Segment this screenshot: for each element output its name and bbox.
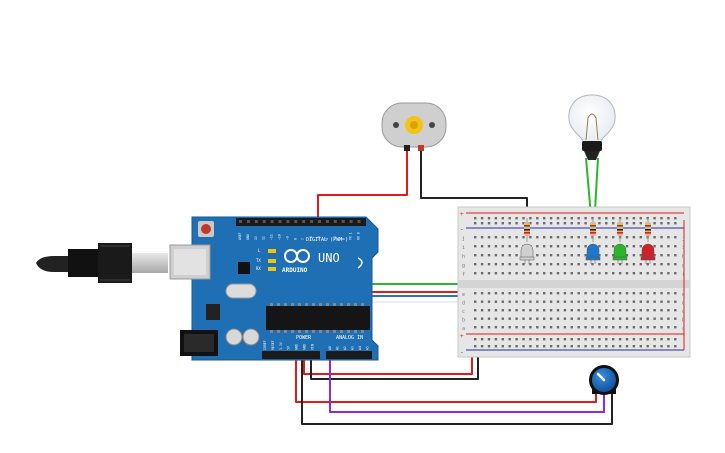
analogPinLabels-2: A2 <box>343 346 347 350</box>
analogPinLabels-4: A4 <box>358 346 362 350</box>
rail-plus-bottom: + <box>460 333 464 340</box>
bb-row-letter-f-right: f <box>682 272 685 278</box>
wire-pot-purple[interactable] <box>329 358 605 413</box>
powerPinLabels-5: GND <box>303 344 307 350</box>
bb-row-letter-g-right: g <box>682 263 685 269</box>
bb-row-letter-a-right: a <box>682 326 685 332</box>
resistor-blue[interactable] <box>590 218 596 242</box>
digital-header[interactable] <box>236 218 366 226</box>
bb-row-letter-c: c <box>462 309 465 315</box>
dc-motor[interactable] <box>381 102 447 151</box>
bb-row-letter-j-right: j <box>682 236 685 242</box>
model-label: UNO <box>318 251 340 265</box>
topPinLabels-4: ~11 <box>270 234 274 240</box>
bb-row-letter-c-right: c <box>682 309 685 315</box>
usb-cable[interactable] <box>36 243 168 283</box>
analog-label: ANALOG IN <box>336 335 363 341</box>
topPinLabels-1: GND <box>246 234 250 240</box>
analog-header[interactable] <box>326 351 372 359</box>
led-label-l: L <box>258 248 261 253</box>
arduino-uno-board[interactable]: L TX RX ARDUINO UNO DIGITAL (PWM~) POWER… <box>169 216 379 361</box>
power-header[interactable] <box>262 351 320 359</box>
analogPinLabels-1: A1 <box>336 346 340 350</box>
topPinLabels-8: 7 <box>301 238 305 240</box>
rail-minus-top: - <box>460 226 464 233</box>
wire-pot-black[interactable] <box>301 358 613 425</box>
led-blue[interactable] <box>585 243 601 264</box>
powerPinLabels-2: 3.3V <box>279 342 283 350</box>
analogPinLabels-3: A3 <box>351 346 355 350</box>
topPinLabels-13: 2 <box>341 238 345 240</box>
topPinLabels-3: 12 <box>262 236 266 240</box>
light-bulb[interactable] <box>568 94 616 160</box>
topPinLabels-0: AREF <box>238 232 242 240</box>
topPinLabels-9: ~6 <box>309 236 313 240</box>
digital-label: DIGITAL (PWM~) <box>306 237 348 243</box>
bb-row-letter-i: i <box>462 245 465 251</box>
analogPinLabels-5: A5 <box>366 346 370 350</box>
leds <box>519 243 656 264</box>
led-red[interactable] <box>640 243 656 264</box>
analogPinLabels-0: A0 <box>328 346 332 350</box>
topPinLabels-10: ~5 <box>317 236 321 240</box>
brand-label: ARDUINO <box>282 267 308 274</box>
led-label-rx: RX <box>256 266 261 271</box>
bb-row-letter-f: f <box>462 272 465 278</box>
bb-row-letter-g: g <box>462 263 465 269</box>
powerPinLabels-4: GND <box>295 344 299 350</box>
topPinLabels-5: ~10 <box>278 234 282 240</box>
rail-plus-top: + <box>460 211 464 218</box>
topPinLabels-7: 8 <box>293 238 297 240</box>
resistor-green[interactable] <box>617 218 623 242</box>
bb-row-letter-j: j <box>462 236 465 242</box>
topPinLabels-15: RX 0 <box>357 232 361 240</box>
resistor-white[interactable] <box>524 218 530 242</box>
bb-row-letter-d: d <box>462 301 465 307</box>
bb-row-letter-i-right: i <box>682 245 685 251</box>
powerPinLabels-3: 5V <box>287 346 291 350</box>
bb-row-letter-b: b <box>462 318 465 324</box>
topPinLabels-12: ~3 <box>333 236 337 240</box>
led-white[interactable] <box>519 243 535 264</box>
wire-gnd-black[interactable] <box>310 340 479 380</box>
potentiometer[interactable] <box>589 365 619 395</box>
wire-pot-red[interactable] <box>295 358 597 403</box>
topPinLabels-6: ~9 <box>285 236 289 240</box>
bb-row-letter-b-right: b <box>682 318 685 324</box>
capacitor-1 <box>225 328 243 346</box>
powerPinLabels-6: VIN <box>310 344 314 350</box>
bb-row-letter-a: a <box>462 326 465 332</box>
led-label-tx: TX <box>256 258 261 263</box>
power-label: POWER <box>296 335 312 341</box>
powerPinLabels-0: IOREF <box>263 340 267 350</box>
atmega-chip <box>266 306 370 330</box>
arduino-logo <box>284 249 310 263</box>
bb-row-letter-d-right: d <box>682 301 685 307</box>
topPinLabels-2: 13 <box>254 236 258 240</box>
wire-motor-red[interactable] <box>317 150 408 225</box>
resistors <box>524 218 651 242</box>
bb-row-letter-e-right: e <box>682 292 685 298</box>
rail-minus-bottom: - <box>460 349 464 356</box>
bb-row-letter-h-right: h <box>682 254 685 260</box>
bb-row-letter-e: e <box>462 292 465 298</box>
powerPinLabels-1: RESET <box>271 340 275 350</box>
topPinLabels-11: 4 <box>325 238 329 240</box>
resistor-red[interactable] <box>645 218 651 242</box>
led-green[interactable] <box>612 243 628 264</box>
topPinLabels-14: TX 1 <box>349 232 353 240</box>
capacitor-2 <box>242 328 260 346</box>
bb-row-letter-h: h <box>462 254 465 260</box>
